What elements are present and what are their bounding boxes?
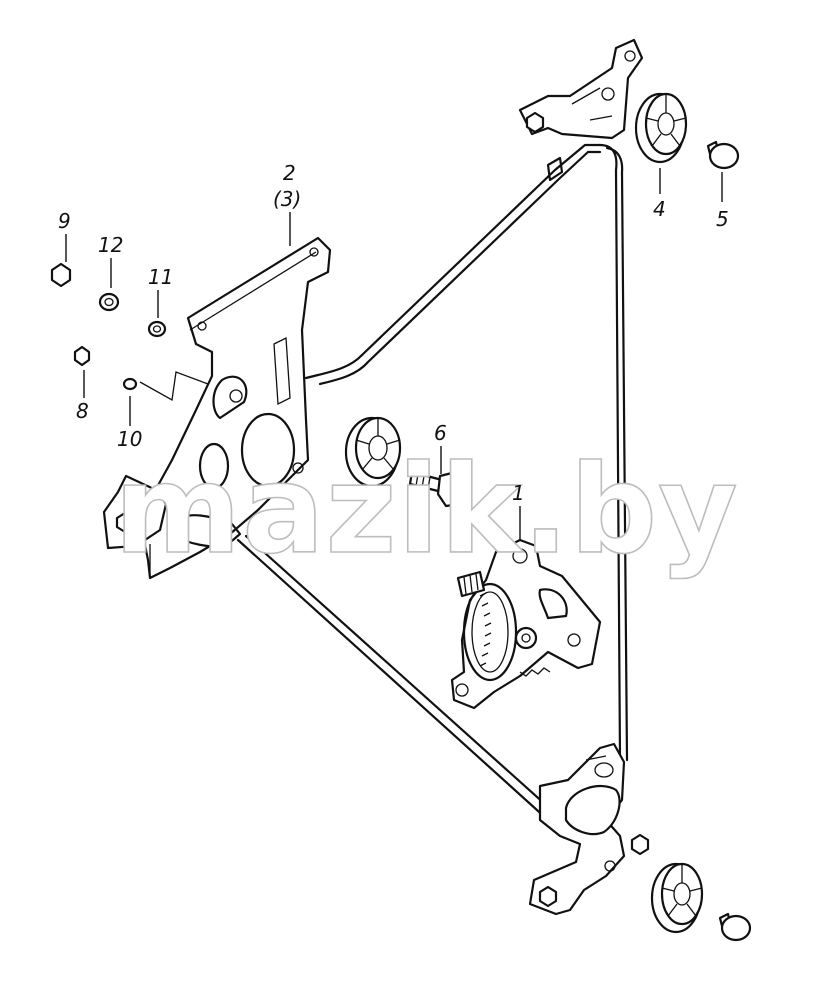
washer-10	[122, 377, 138, 391]
callout-5: 5	[716, 207, 729, 231]
mounting-plate	[102, 236, 332, 580]
callout-9: 9	[58, 209, 71, 233]
callout-1: 1	[512, 481, 525, 505]
washer-12	[98, 292, 120, 312]
callout-4: 4	[653, 197, 666, 221]
pulley-top	[634, 92, 688, 164]
nut-8	[73, 345, 91, 367]
callout-6: 6	[434, 421, 447, 445]
nut-9	[50, 262, 72, 288]
lower-bracket	[528, 742, 650, 916]
leader-lines	[65, 168, 723, 540]
fasteners	[50, 262, 209, 402]
upper-right-bracket	[518, 38, 644, 140]
cap-top	[706, 140, 740, 170]
callout-10: 10	[117, 427, 142, 451]
callout-8: 8	[76, 399, 89, 423]
pulley-middle	[344, 416, 402, 488]
callout-11: 11	[148, 265, 173, 289]
lower-bracket-nut-right	[630, 833, 650, 856]
bracket-nut-upper	[525, 111, 545, 134]
plate-nut	[115, 511, 135, 534]
cap-bottom	[718, 912, 752, 942]
callout-3: (3)	[273, 187, 301, 211]
regulator-mechanism	[450, 538, 602, 710]
bolt	[408, 470, 466, 508]
washer-11	[147, 320, 167, 338]
lower-bracket-nut-left	[538, 885, 558, 908]
callouts: 2 (3) 9 12 11 8 10 4 5 6 1	[58, 161, 729, 505]
pulley-bottom	[650, 862, 704, 934]
callout-12: 12	[98, 233, 123, 257]
guide-rails	[236, 143, 629, 822]
watermark-text: mazik.by	[114, 439, 739, 581]
callout-2: 2	[283, 161, 296, 185]
